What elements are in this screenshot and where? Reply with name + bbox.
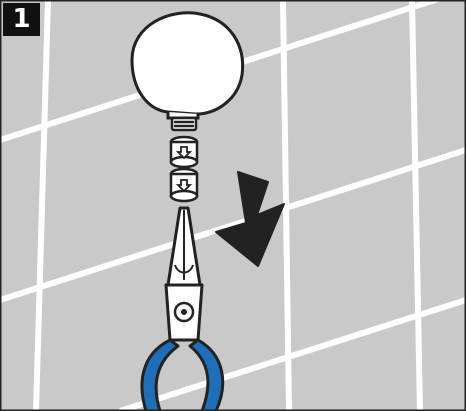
shower-outlet-icon bbox=[130, 11, 245, 120]
threaded-connector-icon bbox=[170, 116, 198, 132]
flow-restrictor-icon bbox=[169, 135, 199, 169]
step-number-badge: 1 bbox=[3, 3, 40, 36]
needle-nose-pliers-icon bbox=[140, 206, 225, 411]
down-arrow-icon bbox=[215, 171, 285, 267]
flow-restrictor-icon bbox=[169, 167, 199, 203]
